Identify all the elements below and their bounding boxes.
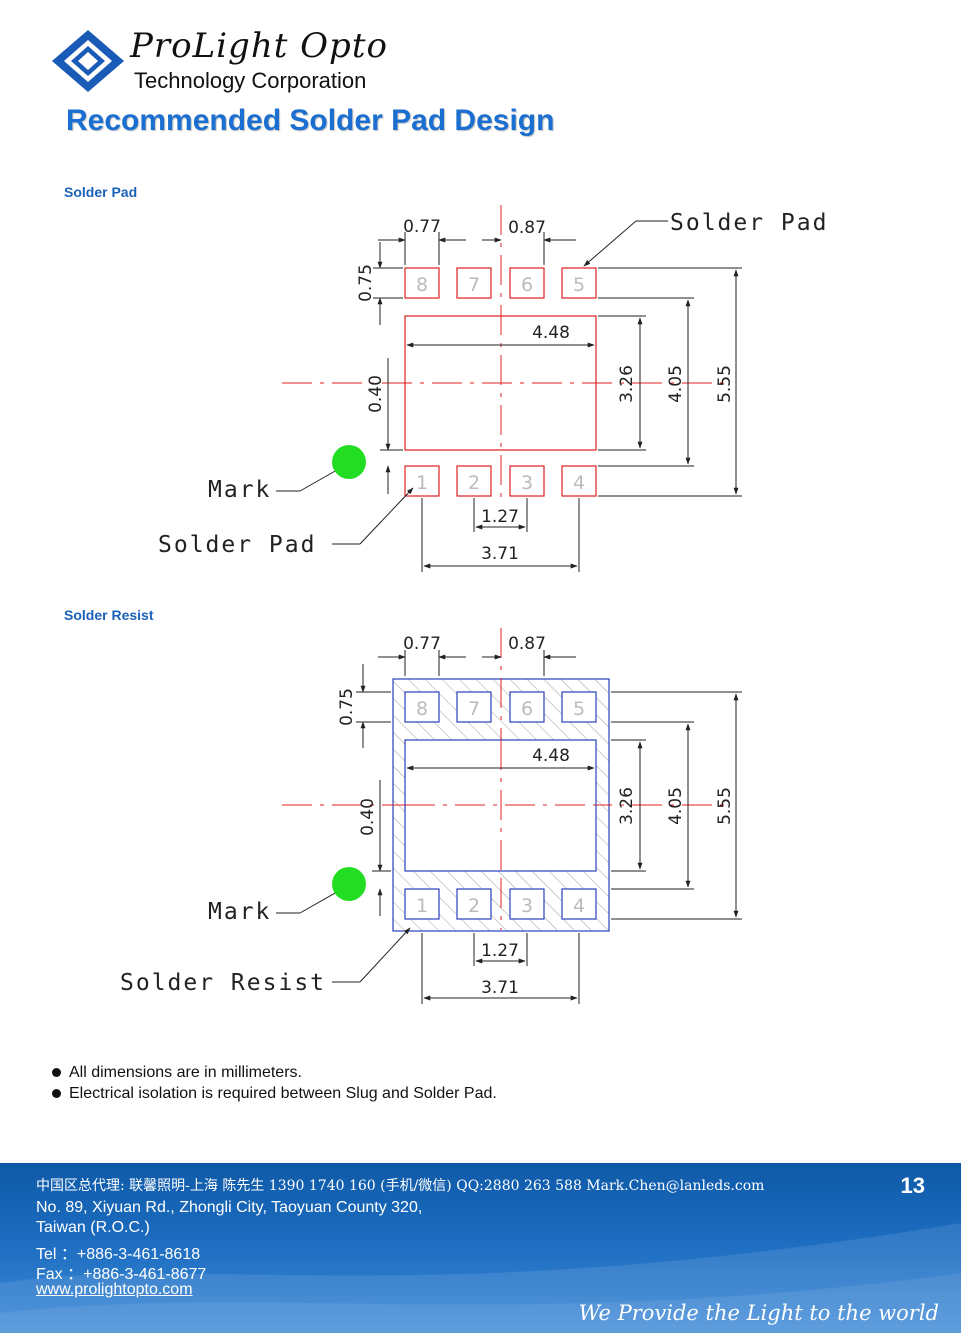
pad-7 [456, 267, 492, 299]
pin-label-2: 2 [468, 472, 480, 494]
pad-5 [561, 267, 597, 299]
dim-087b: 0.87 [508, 634, 546, 654]
fax: Fax ：+886-3-461-8677 [36, 1266, 207, 1283]
dim-448: 4.48 [532, 323, 570, 343]
dim-077: 0.77 [403, 217, 441, 237]
pin-label-4: 4 [573, 472, 585, 494]
note-item: All dimensions are in millimeters. [52, 1062, 497, 1083]
page-number: 13 [900, 1173, 925, 1198]
section-label-solder-resist: Solder Resist [64, 607, 154, 623]
logo-diamond-icon [52, 30, 124, 92]
dim-127b: 1.27 [481, 941, 519, 961]
polarity-mark [332, 445, 366, 479]
opening-4 [561, 888, 597, 920]
dim-077b: 0.77 [403, 634, 441, 654]
note-text: Electrical isolation is required between… [69, 1084, 497, 1102]
dim-075b: 0.75 [337, 688, 357, 726]
logo-subtitle: Technology Corporation [134, 68, 367, 93]
dim-326: 3.26 [617, 365, 637, 403]
note-text: All dimensions are in millimeters. [69, 1063, 302, 1081]
callout-solder-resist: Solder Resist [120, 970, 326, 996]
logo-wordmark: ProLight Opto [130, 26, 388, 66]
dim-405b: 4.05 [666, 787, 686, 825]
distributor-contact: 中国区总代理: 联馨照明-上海 陈先生 1390 1740 160 (手机/微信… [36, 1178, 765, 1194]
thermal-slug-pad [404, 315, 597, 451]
pad-3 [509, 465, 545, 497]
opening-5 [561, 691, 597, 723]
pin-label-6b: 6 [521, 698, 533, 720]
pad-6 [509, 267, 545, 299]
address-line-2: Taiwan (R.O.C.) [36, 1219, 150, 1236]
notes-list: All dimensions are in millimeters. Elect… [52, 1062, 497, 1104]
dim-040: 0.40 [366, 375, 386, 413]
callout-solder-pad-bottom: Solder Pad [158, 532, 316, 558]
dim-040b: 0.40 [358, 798, 378, 836]
pin-label-8b: 8 [416, 698, 428, 720]
pin-label-5: 5 [573, 274, 585, 296]
pin-label-4b: 4 [573, 895, 585, 917]
pin-label-7b: 7 [468, 698, 480, 720]
dim-326b: 3.26 [617, 787, 637, 825]
dim-087: 0.87 [508, 218, 546, 238]
pad-4 [561, 465, 597, 497]
dim-371b: 3.71 [481, 978, 519, 998]
callout-solder-pad-top: Solder Pad [670, 210, 828, 236]
dim-075: 0.75 [356, 264, 376, 302]
technical-drawing: 8 7 6 5 1 2 3 4 [120, 205, 828, 1004]
footer-wave-decoration [0, 1223, 961, 1333]
opening-7 [456, 691, 492, 723]
address-line-1: No. 89, Xiyuan Rd., Zhongli City, Taoyua… [36, 1199, 423, 1216]
pin-label-1: 1 [416, 472, 428, 494]
page-footer: 中国区总代理: 联馨照明-上海 陈先生 1390 1740 160 (手机/微信… [0, 1163, 961, 1333]
website-link[interactable]: www.prolightopto.com [36, 1281, 193, 1298]
bullet-icon [52, 1089, 61, 1098]
dim-555: 5.55 [715, 365, 735, 403]
solder-pad-drawing: 8 7 6 5 1 2 3 4 [158, 205, 828, 572]
callout-mark-2: Mark [208, 899, 271, 925]
dim-448b: 4.48 [532, 746, 570, 766]
dim-555b: 5.55 [715, 787, 735, 825]
dim-127: 1.27 [481, 507, 519, 527]
pin-label-5b: 5 [573, 698, 585, 720]
telephone: Tel ：+886-3-461-8618 [36, 1246, 201, 1263]
pin-label-6: 6 [521, 274, 533, 296]
opening-3 [509, 888, 545, 920]
company-logo: ProLight Opto Technology Corporation [50, 26, 390, 96]
polarity-mark-2 [332, 867, 366, 901]
pin-label-3b: 3 [521, 895, 533, 917]
solder-resist-drawing: 8 7 6 5 1 2 3 4 [120, 628, 742, 1004]
pad-2 [456, 465, 492, 497]
pin-label-8: 8 [416, 274, 428, 296]
opening-2 [456, 888, 492, 920]
opening-1 [404, 888, 440, 920]
dim-405: 4.05 [666, 365, 686, 403]
page-title: Recommended Solder Pad Design [66, 104, 555, 137]
pin-label-1b: 1 [416, 895, 428, 917]
pad-1 [404, 465, 440, 497]
section-label-solder-pad: Solder Pad [64, 184, 138, 200]
note-item: Electrical isolation is required between… [52, 1083, 497, 1104]
dim-371: 3.71 [481, 544, 519, 564]
company-slogan: We Provide the Light to the world [578, 1301, 939, 1325]
callout-mark: Mark [208, 477, 271, 503]
opening-8 [404, 691, 440, 723]
pad-8 [404, 267, 440, 299]
opening-6 [509, 691, 545, 723]
pin-label-2b: 2 [468, 895, 480, 917]
pin-label-7: 7 [468, 274, 480, 296]
bullet-icon [52, 1068, 61, 1077]
pin-label-3: 3 [521, 472, 533, 494]
